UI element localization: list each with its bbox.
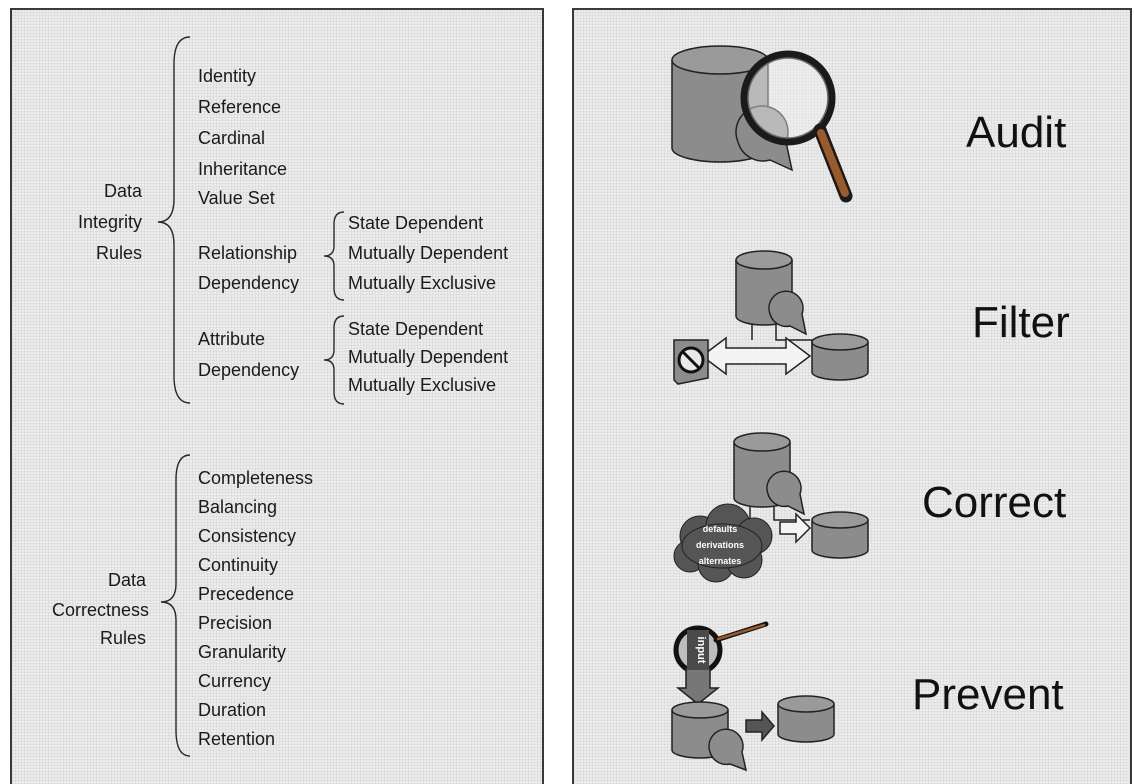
integrity-item: Reference (198, 97, 282, 117)
integrity-item: Identity (198, 66, 257, 86)
prevent-icon: input (671, 621, 835, 772)
relationship-brace (323, 211, 345, 301)
integrity-label-line2: Integrity (77, 212, 142, 232)
attribute-item: Mutually Dependent (348, 347, 509, 367)
prevent-label: Prevent (912, 670, 1064, 719)
correctness-item: Continuity (198, 555, 279, 575)
attribute-item: State Dependent (348, 319, 484, 339)
integrity-label-line1: Data (103, 181, 142, 201)
relationship-label-line1: Relationship (198, 243, 298, 263)
actions-panel: Audit Filter (572, 8, 1132, 784)
integrity-item: Inheritance (198, 159, 288, 179)
correctness-item: Balancing (198, 497, 278, 517)
attribute-label-line1: Attribute (198, 329, 266, 349)
integrity-label-line3: Rules (95, 243, 142, 263)
filter-label: Filter (972, 298, 1070, 347)
attribute-label-line2: Dependency (198, 360, 300, 380)
correctness-item: Precedence (198, 584, 295, 604)
relationship-item: State Dependent (348, 213, 484, 233)
prevent-input-label: input (695, 637, 707, 664)
correct-icon: defaults derivations alternates (673, 432, 869, 583)
audit-label: Audit (966, 108, 1067, 157)
correct-cloud-line: derivations (696, 540, 744, 550)
relationship-label-line2: Dependency (198, 273, 300, 293)
correctness-item: Completeness (198, 468, 314, 488)
correctness-label-line3: Rules (99, 628, 146, 648)
rules-panel: Data Integrity Rules Identity Reference … (10, 8, 544, 784)
correct-label: Correct (922, 478, 1067, 527)
correctness-brace (160, 454, 191, 757)
filter-icon (673, 250, 869, 385)
integrity-item: Cardinal (198, 128, 266, 148)
attribute-item: Mutually Exclusive (348, 375, 497, 395)
attribute-brace (323, 315, 345, 405)
correctness-item: Retention (198, 729, 276, 749)
relationship-item: Mutually Dependent (348, 243, 509, 263)
relationship-item: Mutually Exclusive (348, 273, 497, 293)
integrity-brace (157, 36, 191, 404)
correctness-item: Precision (198, 613, 273, 633)
correctness-item: Duration (198, 700, 267, 720)
correctness-label-line1: Data (107, 570, 146, 590)
correct-cloud-line: alternates (699, 556, 742, 566)
correctness-item: Currency (198, 671, 272, 691)
audit-magnifier-icon (671, 45, 853, 203)
correctness-item: Consistency (198, 526, 297, 546)
correctness-item: Granularity (198, 642, 287, 662)
correctness-label-line2: Correctness (52, 600, 150, 620)
correct-cloud-line: defaults (703, 524, 738, 534)
integrity-item: Value Set (198, 188, 275, 208)
